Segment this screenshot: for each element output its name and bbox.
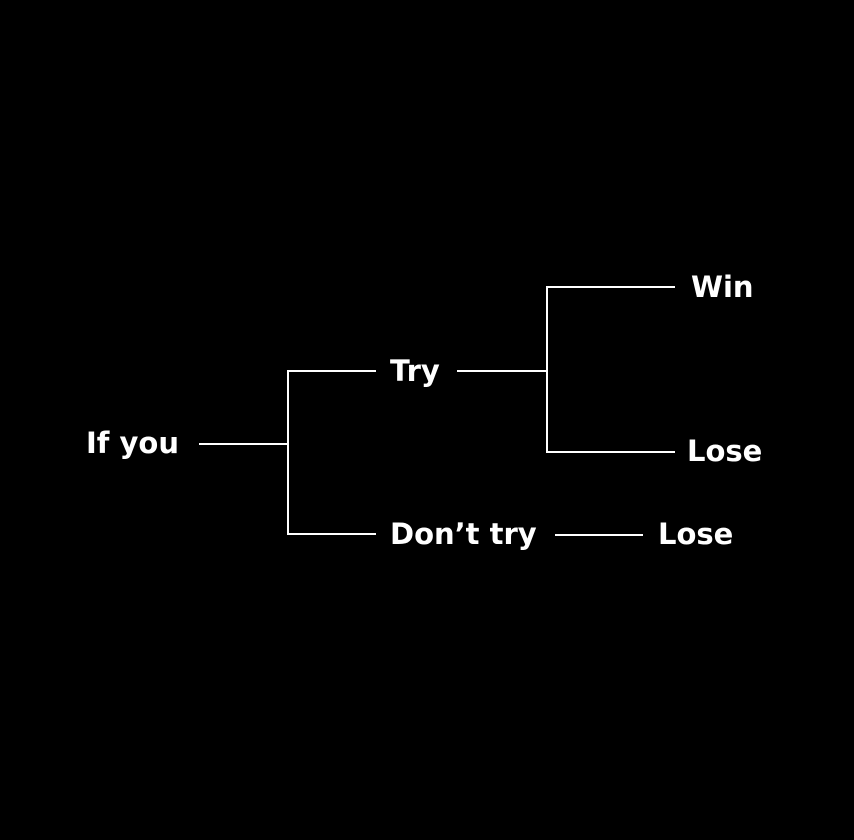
connector-try-to-branch: [457, 370, 548, 372]
node-lose-after-try-label: Lose: [687, 434, 763, 468]
node-root-label: If you: [86, 426, 179, 460]
connector-dont-try-to-lose: [555, 534, 643, 536]
connector-root-vertical: [287, 370, 289, 535]
connector-to-lose-after-try: [546, 451, 675, 453]
node-dont-try-label: Don’t try: [390, 517, 537, 551]
connector-to-win: [546, 286, 675, 288]
node-try-label: Try: [390, 354, 440, 388]
connector-try-vertical: [546, 286, 548, 453]
connector-to-dont-try: [287, 533, 376, 535]
node-win-label: Win: [691, 270, 754, 304]
node-lose-after-dont-try-label: Lose: [658, 517, 734, 551]
connector-to-try: [287, 370, 376, 372]
connector-root-to-branch: [199, 443, 288, 445]
